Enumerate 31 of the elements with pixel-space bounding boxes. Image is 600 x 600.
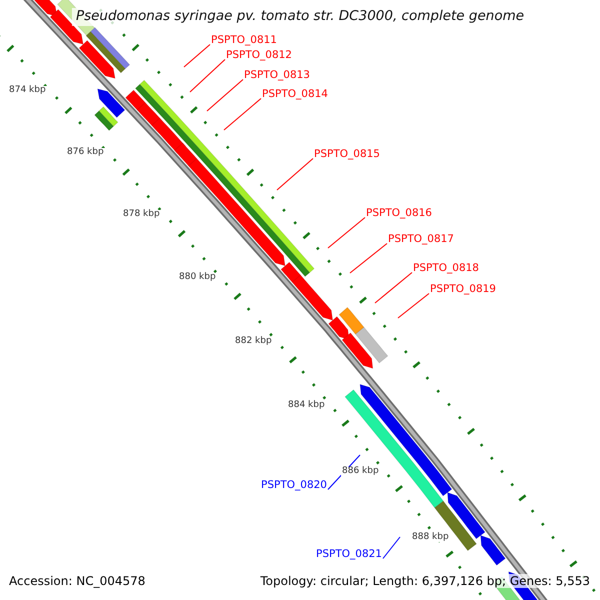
gene-label: PSPTO_0811: [211, 35, 277, 46]
gene-label: PSPTO_0819: [430, 284, 496, 294]
gene-label: PSPTO_0817: [388, 234, 454, 244]
leader-line: [184, 44, 210, 68]
tick-label: 880 kbp: [178, 273, 217, 282]
gene-label: PSPTO_0821: [316, 549, 382, 560]
leader-line: [224, 98, 262, 130]
leader-line: [206, 79, 244, 112]
gene-label: PSPTO_0820: [261, 480, 327, 490]
tick-label: 884 kbp: [287, 401, 326, 410]
tick-label: 882 kbp: [234, 337, 273, 346]
leader-line: [350, 243, 388, 274]
summary-text: Topology: circular; Length: 6,397,126 bp; Genes: 5,553: [258, 574, 592, 588]
gene-label: PSPTO_0818: [413, 263, 479, 274]
tick-label: 886 kbp: [341, 467, 380, 476]
leader-line: [328, 217, 366, 248]
leader-line: [398, 293, 430, 318]
gene-label: PSPTO_0812: [226, 50, 292, 60]
leader-line: [190, 59, 226, 92]
leader-line: [382, 536, 400, 559]
gene-label: PSPTO_0815: [314, 149, 380, 160]
gene-label: PSPTO_0813: [244, 70, 310, 80]
tick-label: 888 kbp: [411, 533, 450, 542]
tick-label: 874 kbp: [8, 86, 47, 95]
tick-label: 878 kbp: [122, 210, 161, 219]
accession-text: Accession: NC_004578: [7, 574, 148, 588]
gene-label: PSPTO_0814: [262, 89, 328, 100]
gene-label: PSPTO_0816: [366, 208, 432, 218]
tick-label: 876 kbp: [66, 148, 105, 157]
leader-line: [374, 272, 412, 304]
leader-line: [276, 158, 314, 190]
